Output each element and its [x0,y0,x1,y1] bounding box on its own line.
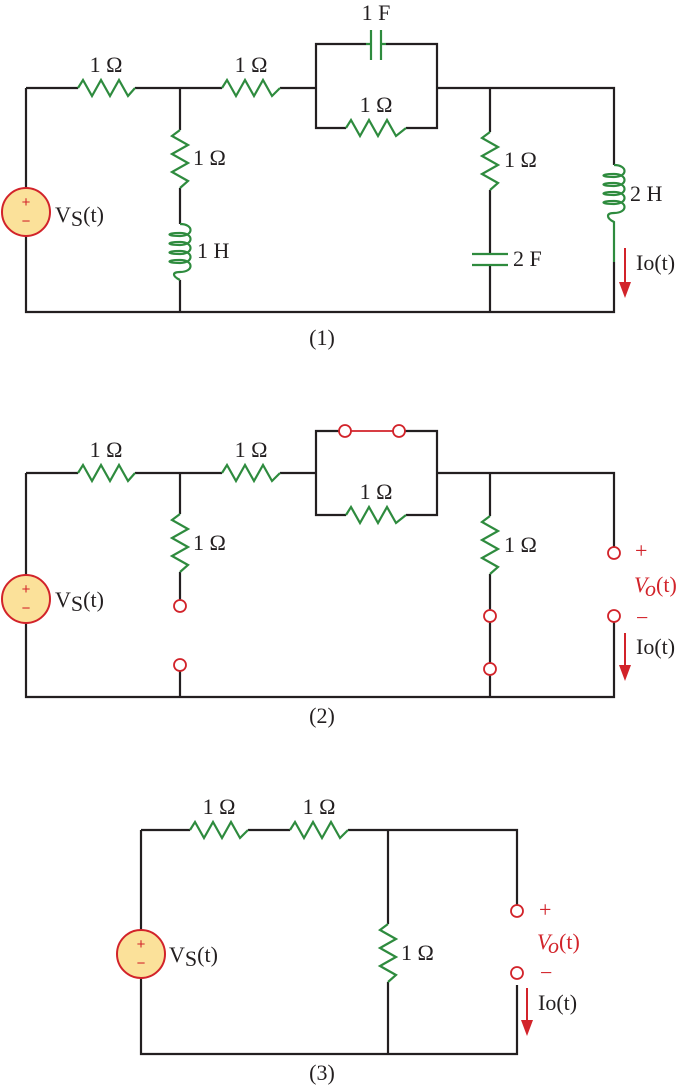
c2-current-arrow-icon [619,633,631,681]
svg-text:+: + [22,194,31,211]
c2-source-label: VS(t) [55,587,104,616]
svg-text:−: − [22,600,31,617]
c2-label-r-top-left: 1 Ω [90,437,123,462]
c2-label-r-shunt-right: 1 Ω [504,532,537,557]
svg-text:−: − [22,213,31,230]
c2-open-terminal-right-lower [483,662,497,676]
c3-minus-label: − [540,960,552,985]
c3-source-label: VS(t) [169,942,218,971]
c1-wire-left-source [24,88,616,314]
c1-capacitor-shunt-right [472,252,508,267]
c2-label-r-parallel: 1 Ω [360,479,393,504]
c1-resistor-shunt-left [169,129,191,189]
c2-wire-top [26,471,616,547]
c1-inductor-shunt-left [168,222,192,281]
c1-capacitor-top [366,30,386,60]
c1-label-r-parallel: 1 Ω [360,92,393,117]
c2-resistor-shunt-left [169,513,191,573]
c2-caption: (2) [309,703,335,728]
c1-resistor-top-left [77,77,136,99]
c1-inductor-right [602,163,626,262]
svg-text:−: − [137,955,146,972]
c1-resistor-top-mid [221,77,281,99]
c3-wire-top [141,828,519,905]
c3-caption: (3) [309,1060,335,1085]
c1-caption: (1) [309,325,335,350]
c1-label-r-shunt-left: 1 Ω [193,145,226,170]
c3-resistor-top-left [189,819,249,841]
c1-resistor-parallel [345,117,407,139]
c2-resistor-parallel [345,504,407,526]
c1-label-r-top-mid: 1 Ω [235,52,268,77]
c3-voltage-source: + − [116,929,166,979]
c1-source-label: VS(t) [55,202,104,231]
c3-resistor-shunt [377,923,399,983]
c3-wire-left-source [139,830,519,1056]
c1-resistor-shunt-right [479,131,501,191]
c1-wire-parallel-box [314,42,439,130]
c2-open-terminal-top-right [392,424,406,438]
c1-label-r-shunt-right: 1 Ω [504,147,537,172]
c2-vo-label: Vo(t) [634,572,677,601]
c2-wire-parallel-box [314,429,439,517]
c2-output-terminal-minus [607,609,621,623]
c3-vo-label: Vo(t) [537,929,580,958]
c1-label-cap-shunt-right: 2 F [513,246,542,271]
c2-minus-label: − [636,605,648,630]
c2-current-label: Io(t) [636,634,675,659]
c2-open-terminal-left-lower [173,658,187,672]
c2-label-r-shunt-left: 1 Ω [193,530,226,555]
c3-output-terminal-minus [510,966,524,980]
c3-label-r-shunt: 1 Ω [401,940,434,965]
c3-resistor-top-right [289,819,349,841]
c3-current-arrow-icon [521,988,533,1036]
c1-label-cap-top: 1 F [362,0,391,25]
c2-resistor-top-left [77,462,136,484]
c1-label-l-right: 2 H [630,181,663,206]
c3-label-r-top-right: 1 Ω [303,794,336,819]
circuit-3: + − VS(t) Io(t) + Vo(t) − 1 Ω 1 Ω 1 Ω (3… [116,794,580,1085]
c3-current-label: Io(t) [538,990,577,1015]
c2-resistor-shunt-right [479,515,501,575]
c1-current-label: Io(t) [636,250,675,275]
c2-open-terminal-top-left [338,424,352,438]
c2-label-r-top-mid: 1 Ω [235,437,268,462]
c1-label-r-top-left: 1 Ω [90,52,123,77]
c1-voltage-source: + − [1,187,51,237]
c2-output-terminal-plus [607,546,621,560]
c2-open-terminal-right-upper [483,609,497,623]
c1-current-arrow-icon [619,248,631,298]
c3-label-r-top-left: 1 Ω [203,794,236,819]
c2-voltage-source: + − [1,574,51,624]
c3-plus-label: + [539,897,551,922]
c1-wire-top-left [26,86,616,165]
c2-open-terminal-left-upper [173,599,187,613]
circuit-2: + − VS(t) Io(t) + Vo(t) − 1 Ω 1 Ω 1 Ω 1 … [1,424,677,728]
circuit-1: + − VS(t) Io(t) 1 Ω 1 Ω 1 F 1 Ω 1 Ω 1 H … [1,0,675,350]
c2-resistor-top-mid [221,462,281,484]
c1-label-l-shunt-left: 1 H [197,238,230,263]
svg-text:+: + [22,581,31,598]
c2-wire-left-source [24,473,616,699]
svg-text:+: + [137,936,146,953]
c2-plus-label: + [635,538,647,563]
c3-output-terminal-plus [510,904,524,918]
